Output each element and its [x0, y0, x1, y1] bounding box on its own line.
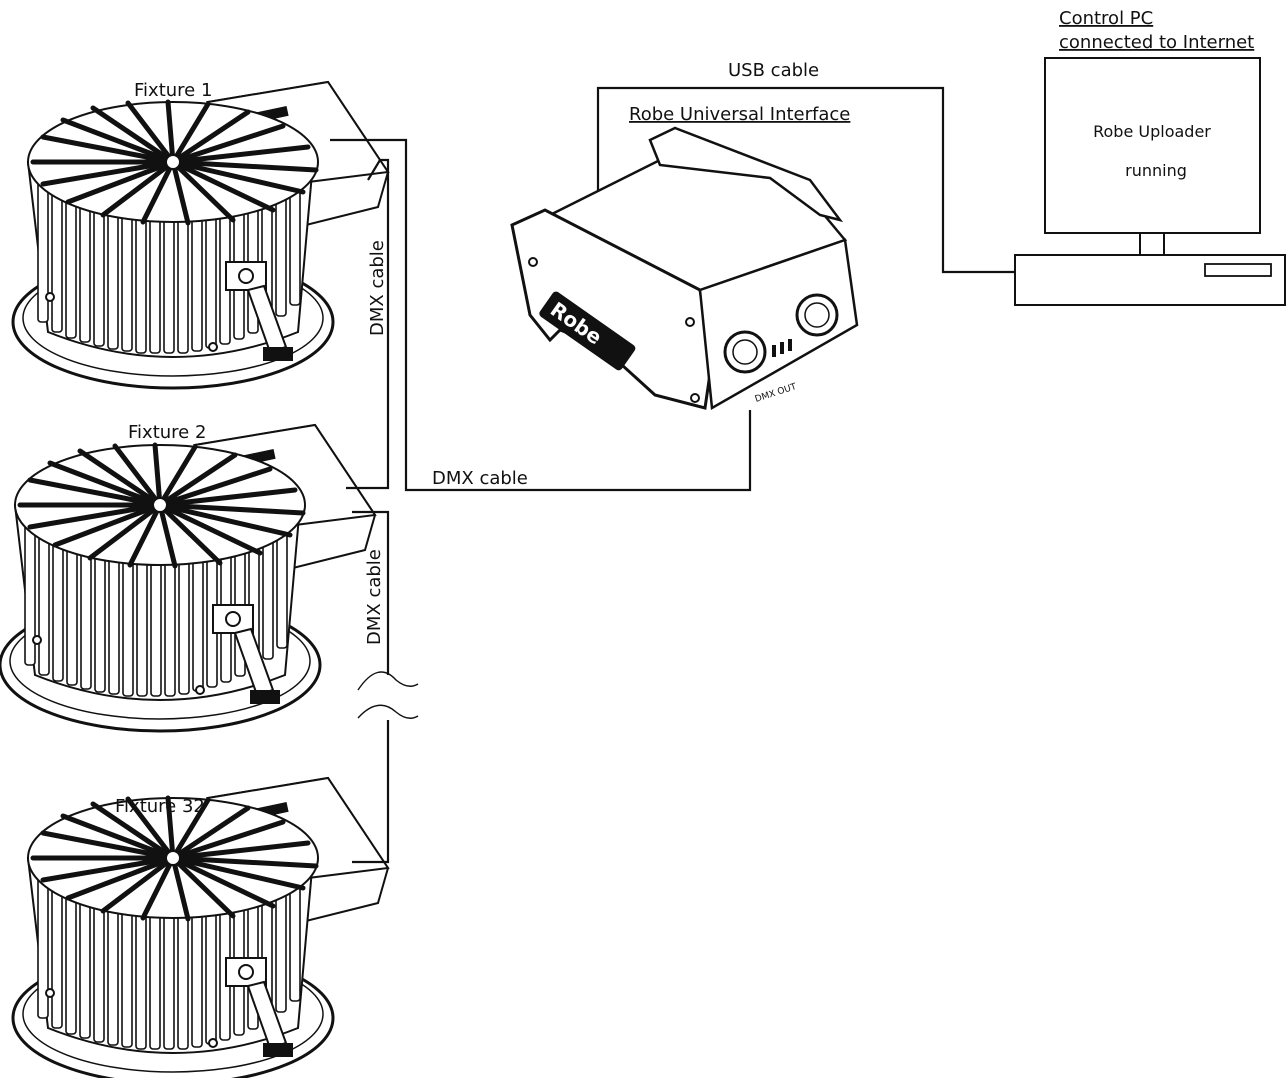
pc-title-line2: connected to Internet [1059, 32, 1254, 53]
fixture-32-illustration [13, 778, 388, 1078]
interface-title: Robe Universal Interface [629, 104, 850, 125]
pc-monitor [1044, 57, 1261, 234]
dmx-out-label: DMX OUT [754, 382, 798, 405]
robe-universal-interface-device: Robe [510, 126, 859, 411]
pc-monitor-stand [1139, 232, 1165, 256]
pc-base-unit [1014, 254, 1286, 306]
fixture-2-label: Fixture 2 [128, 422, 206, 443]
dmx-cable-label-vertical-top: DMX cable [367, 240, 388, 336]
dmx-cable-label-horizontal: DMX cable [432, 468, 528, 489]
pc-screen-line1: Robe Uploader [1093, 122, 1211, 141]
dmx-cable-fixture2-to-fixture32 [352, 510, 419, 864]
control-pc [1014, 57, 1286, 306]
fixture-2-illustration [0, 425, 375, 731]
pc-title-line1: Control PC [1059, 8, 1153, 29]
fixture-1-label: Fixture 1 [134, 80, 212, 101]
pc-drive-slot [1204, 263, 1272, 277]
usb-cable [596, 86, 1015, 274]
usb-cable-label: USB cable [728, 60, 819, 81]
pc-screen-line2: running [1125, 161, 1187, 180]
dmx-cable-fixture1-to-fixture2 [346, 158, 390, 490]
fixture-1-illustration [13, 82, 388, 388]
dmx-cable-label-vertical-bottom: DMX cable [364, 549, 385, 645]
fixture-32-label: Fixture 32 [115, 796, 205, 817]
dmx-cable-interface-to-fixture1 [330, 138, 752, 492]
